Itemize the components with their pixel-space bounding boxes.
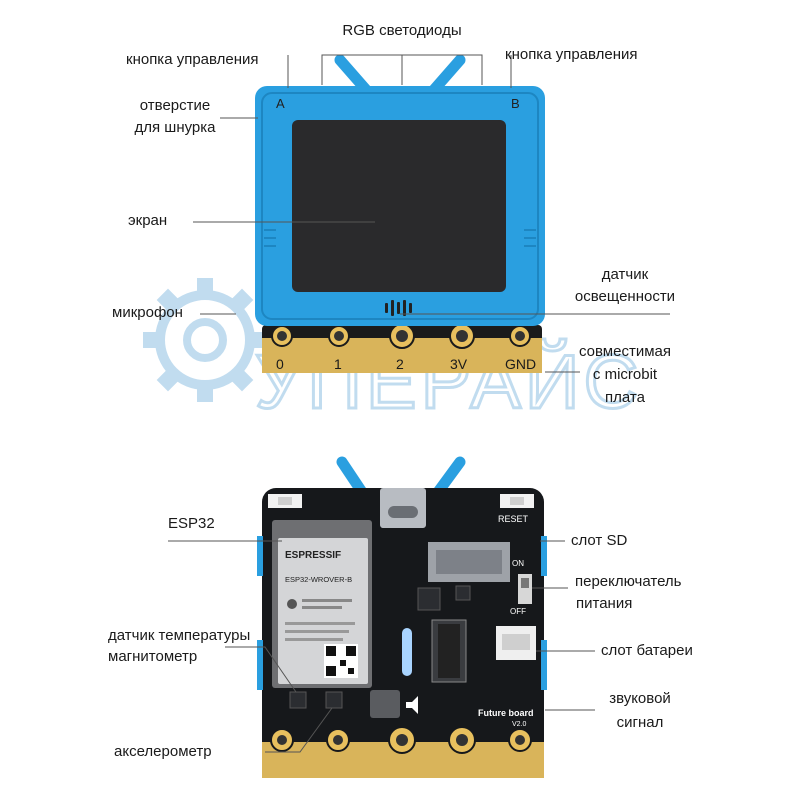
back-device: ESPRESSIF ESP32-WROVER-B	[257, 456, 547, 778]
label-temp-mag-2: магнитометр	[108, 648, 198, 665]
front-pin-pad-1	[328, 325, 350, 347]
front-screen	[292, 120, 506, 292]
power-switch	[518, 574, 532, 604]
back-pin-pad-2	[388, 726, 416, 754]
back-pin-pad-4	[508, 728, 532, 752]
label-compatible-2: с microbit	[592, 366, 658, 383]
leader-lines	[168, 54, 670, 753]
back-antenna-right	[432, 456, 466, 498]
label-microphone: микрофон	[112, 304, 183, 321]
label-power-switch-2: питания	[576, 595, 633, 612]
pin-label-3v: 3V	[450, 356, 468, 372]
front-pin-pad-gnd	[509, 325, 531, 347]
usb-c-connector	[380, 488, 426, 528]
back-button-right	[500, 494, 534, 508]
label-button-right: кнопка управления	[505, 46, 638, 63]
temp-mag-sensor-chip	[289, 691, 307, 709]
label-esp32: ESP32	[168, 515, 215, 532]
module-model: ESP32-WROVER-B	[285, 575, 352, 584]
leader-accelerometer	[265, 707, 333, 753]
back-pin-pad-0	[270, 728, 294, 752]
battery-connector	[496, 626, 536, 660]
back-pin-pad-3	[448, 726, 476, 754]
label-light-sensor-2: освещенности	[574, 288, 676, 305]
label-buzzer-1: звуковой	[609, 690, 671, 707]
ribbon-connector	[431, 619, 467, 683]
label-accelerometer: акселерометр	[114, 743, 212, 760]
pin-label-gnd: GND	[505, 356, 536, 372]
leader-temp-mag	[225, 646, 297, 693]
label-temp-mag-1: датчик температуры	[108, 627, 251, 644]
esp32-module: ESPRESSIF ESP32-WROVER-B	[272, 520, 372, 688]
microphone-icon	[385, 300, 412, 316]
front-pin-pad-3v	[449, 323, 475, 349]
label-lanyard-2: для шнурка	[134, 119, 216, 136]
back-edge-connector	[262, 726, 544, 778]
sd-slot	[428, 542, 510, 582]
reset-silk: RESET	[498, 514, 529, 524]
light-guide	[402, 628, 412, 676]
label-button-left: кнопка управления	[126, 51, 259, 68]
buzzer	[370, 690, 400, 718]
label-sd-slot: слот SD	[571, 532, 628, 549]
label-battery-slot: слот батареи	[601, 642, 693, 659]
front-pin-pad-0	[271, 325, 293, 347]
pin-label-1: 1	[334, 356, 342, 372]
pin-label-0: 0	[276, 356, 284, 372]
pin-label-2: 2	[396, 356, 404, 372]
label-buzzer-2: сигнал	[616, 714, 664, 731]
case-grip-marks	[264, 229, 536, 247]
power-off-silk: OFF	[510, 607, 526, 616]
chip-small-b	[455, 585, 471, 601]
label-light-sensor-1: датчик	[601, 266, 649, 283]
label-compatible-3: плата	[605, 389, 645, 406]
qr-code-icon	[324, 644, 358, 678]
back-button-left	[268, 494, 302, 508]
speaker-icon	[406, 696, 418, 714]
label-rgb-leds: RGB светодиоды	[342, 22, 462, 39]
label-lanyard-1: отверстие	[139, 97, 211, 114]
board-version: V2.0	[512, 721, 527, 728]
power-on-silk: ON	[512, 559, 524, 568]
module-brand: ESPRESSIF	[285, 550, 341, 561]
back-pin-pad-1	[326, 728, 350, 752]
front-pin-pad-2	[389, 323, 415, 349]
label-screen: экран	[128, 212, 168, 229]
button-a-letter: A	[276, 96, 285, 111]
front-edge-connector: 0 1 2 3V GND	[262, 323, 542, 373]
label-power-switch-1: переключатель	[575, 573, 682, 590]
board-name: Future board	[478, 708, 534, 718]
back-antenna-left	[336, 456, 368, 498]
chip-small-a	[417, 587, 441, 611]
button-b-letter: B	[511, 96, 520, 111]
label-compatible-1: совместимая	[579, 343, 671, 360]
front-device: 0 1 2 3V GND A B	[255, 54, 545, 373]
accelerometer-chip	[325, 691, 343, 709]
